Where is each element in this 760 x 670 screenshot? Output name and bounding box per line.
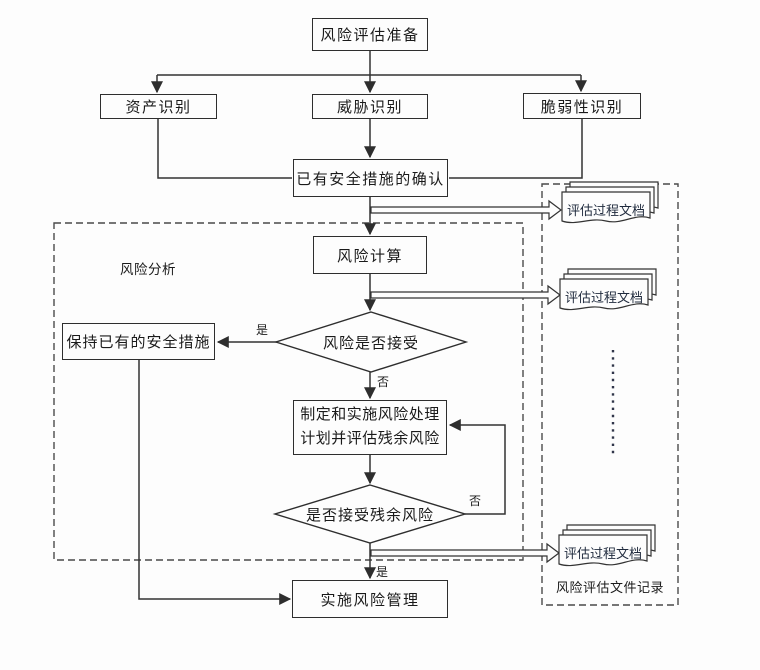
flow-node-threat-label: 威胁识别 [336, 100, 403, 116]
doc-output-arrow-3 [370, 542, 560, 564]
flow-node-plan-line1: 制定和实施风险处理 [300, 407, 440, 424]
flow-node-threat-identification: 威胁识别 [312, 94, 428, 119]
flow-node-plan-line2: 计划并评估残余风险 [300, 430, 440, 447]
risk-analysis-boundary [53, 222, 524, 561]
connector-residual-plan-feedback [448, 419, 506, 515]
document-label-2: 评估过程文档 [564, 290, 643, 305]
flow-node-keep-measures: 保持已有的安全措施 [62, 323, 215, 360]
decision-risk-accept-label: 风险是否接受 [322, 335, 419, 352]
connector-keep-implement [138, 360, 292, 605]
doc-output-arrow-1 [370, 199, 562, 221]
flow-node-implement-label: 实施风险管理 [320, 592, 420, 609]
flow-node-confirm-existing-measures: 已有安全措施的确认 [293, 159, 448, 197]
assessment-record-region-label: 风险评估文件记录 [555, 580, 664, 595]
connector-vuln-confirm [449, 119, 583, 179]
flow-node-calc-label: 风险计算 [336, 248, 403, 265]
flow-node-prepare: 风险评估准备 [312, 18, 428, 51]
flow-node-risk-calculation: 风险计算 [313, 236, 427, 274]
edge-label-yes-2: 是 [376, 565, 389, 579]
risk-analysis-region-label: 风险分析 [120, 262, 176, 277]
flow-node-confirm-label: 已有安全措施的确认 [296, 171, 445, 188]
document-stack-1 [561, 181, 659, 224]
flow-node-keep-label: 保持已有的安全措施 [66, 335, 211, 351]
flow-node-vuln-label: 脆弱性识别 [540, 99, 624, 116]
connector-asset-confirm [157, 119, 292, 179]
document-stack-3 [558, 524, 656, 567]
document-stack-2 [559, 268, 657, 311]
decision-residual-accept-shape [272, 484, 468, 544]
decision-risk-accept-shape [273, 311, 469, 373]
decision-residual-accept-label: 是否接受残余风险 [305, 507, 434, 524]
document-label-3: 评估过程文档 [563, 546, 642, 561]
flow-node-asset-identification: 资产识别 [100, 94, 217, 119]
doc-output-arrow-2 [370, 284, 561, 306]
flow-node-asset-label: 资产识别 [125, 100, 192, 116]
document-label-1: 评估过程文档 [566, 203, 645, 218]
flow-node-vulnerability-identification: 脆弱性识别 [523, 93, 641, 119]
flow-node-prepare-label: 风险评估准备 [320, 28, 420, 44]
edge-label-no-2: 否 [469, 494, 482, 508]
flow-node-treatment-plan: 制定和实施风险处理 计划并评估残余风险 [293, 400, 447, 455]
edge-label-yes-1: 是 [256, 323, 269, 337]
flow-node-implement-risk-management: 实施风险管理 [292, 580, 448, 618]
edge-label-no-1: 否 [377, 375, 390, 389]
